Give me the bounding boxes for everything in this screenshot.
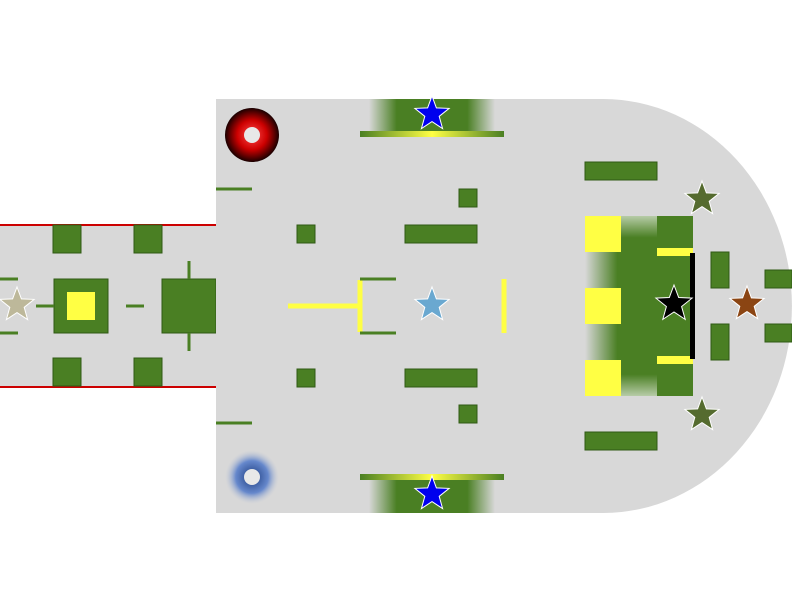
arena-block bbox=[458, 404, 478, 424]
star-icon[interactable] bbox=[413, 474, 451, 510]
star-icon[interactable] bbox=[413, 285, 451, 321]
star-icon[interactable] bbox=[413, 94, 451, 130]
corridor-generator bbox=[161, 278, 217, 334]
arena-block bbox=[296, 368, 316, 388]
star-icon[interactable] bbox=[683, 179, 721, 215]
arena-block bbox=[764, 269, 792, 289]
powerup-core bbox=[67, 292, 95, 320]
star-icon[interactable] bbox=[0, 285, 36, 321]
fortress-rail bbox=[657, 248, 693, 256]
portal-center bbox=[244, 469, 260, 485]
fortress-panel bbox=[585, 216, 621, 252]
star-icon[interactable] bbox=[654, 283, 694, 321]
arena-block bbox=[458, 188, 478, 208]
arena-bar bbox=[404, 224, 478, 244]
arena-bar bbox=[584, 431, 658, 451]
arena-block bbox=[296, 224, 316, 244]
fortress-panel bbox=[585, 360, 621, 396]
arena-block bbox=[764, 323, 792, 343]
fortress-rail bbox=[657, 356, 693, 364]
fortress-wall bbox=[690, 253, 695, 359]
corridor-block bbox=[133, 224, 163, 254]
corridor-block bbox=[133, 357, 163, 387]
arena-pillar bbox=[710, 323, 730, 361]
left-corridor bbox=[0, 224, 217, 388]
arena-bar bbox=[584, 161, 658, 181]
teleporter-top[interactable] bbox=[225, 108, 279, 162]
goal-stars bbox=[0, 94, 766, 510]
star-icon[interactable] bbox=[683, 395, 721, 431]
arena-pillar bbox=[710, 251, 730, 289]
fortress-panel bbox=[585, 288, 621, 324]
main-arena bbox=[216, 99, 792, 513]
star-icon[interactable] bbox=[728, 284, 766, 320]
corridor-block bbox=[52, 224, 82, 254]
portal-center bbox=[244, 127, 260, 143]
arena-bar bbox=[404, 368, 478, 388]
teleporter-bottom[interactable] bbox=[225, 450, 279, 504]
corridor-block bbox=[52, 357, 82, 387]
top-gate-bar bbox=[360, 131, 504, 137]
